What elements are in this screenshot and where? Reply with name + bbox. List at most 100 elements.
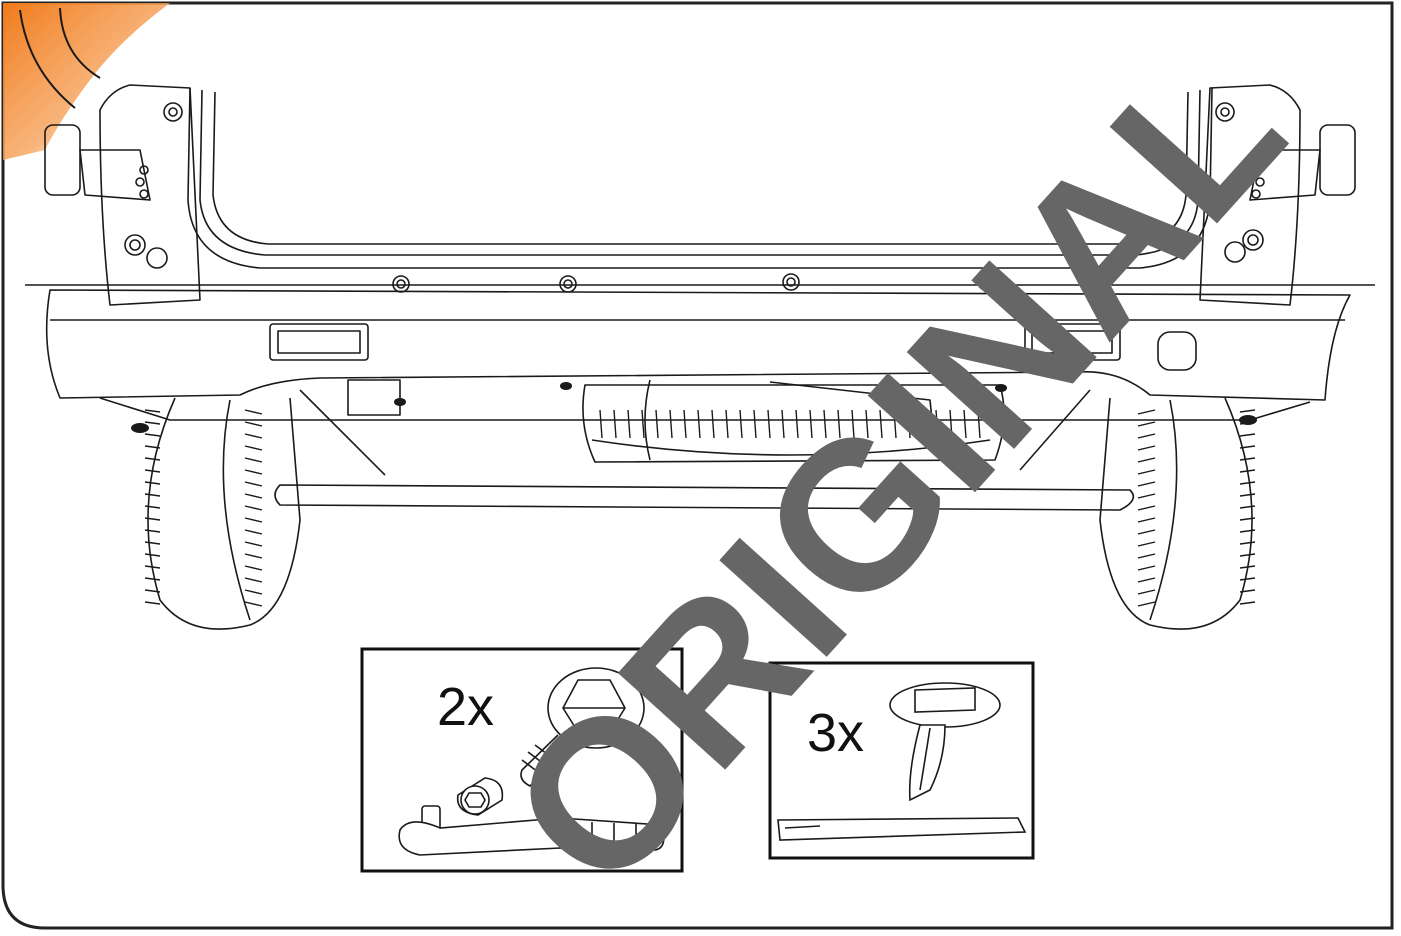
tread-mark <box>1239 433 1256 437</box>
tyre-left <box>147 397 301 630</box>
spare-tread-mark <box>823 409 827 439</box>
tread-mark <box>1137 409 1156 415</box>
mount-hole <box>392 275 410 293</box>
tread-mark <box>144 469 161 473</box>
spare-tread-mark <box>627 409 631 439</box>
spare-tread-mark <box>697 409 701 439</box>
tread-mark <box>144 409 161 413</box>
tread-mark <box>1239 577 1256 581</box>
crossmember <box>274 484 1135 511</box>
corner-arc-outer <box>19 9 76 109</box>
tread-mark <box>1137 469 1156 475</box>
spare-tread-mark <box>753 409 757 439</box>
tread-mark <box>144 493 161 497</box>
body-left-side <box>99 84 201 306</box>
tailgate-outline <box>187 87 1213 269</box>
tread-mark <box>244 601 263 607</box>
tread-mark <box>1137 493 1156 499</box>
tread-mark <box>244 445 263 451</box>
tread-mark <box>144 505 161 509</box>
body-right-side <box>1199 84 1301 306</box>
corner-arc-inner <box>59 7 101 79</box>
spare-tread-mark <box>949 409 953 439</box>
spare-tread-mark <box>781 409 785 439</box>
tread-mark <box>244 433 263 439</box>
tread-mark <box>144 589 161 593</box>
mount-hole <box>559 275 577 293</box>
spare-tread-mark <box>893 409 897 439</box>
tread-mark <box>244 565 263 571</box>
hinge-left <box>44 124 81 196</box>
tread-mark <box>244 457 263 463</box>
tread-mark <box>1239 445 1256 449</box>
tread-mark <box>1239 409 1256 413</box>
tread-mark <box>144 565 161 569</box>
tread-mark <box>1137 529 1156 535</box>
bumper-top <box>45 289 1351 401</box>
spare-tread-mark <box>935 409 939 439</box>
spare-tread-mark <box>879 409 883 439</box>
tread-mark <box>244 541 263 547</box>
tread-mark <box>244 481 263 487</box>
tread-mark <box>244 577 263 583</box>
reflector-left <box>269 323 369 361</box>
tread-mark <box>1239 517 1256 521</box>
spare-wheel-well <box>582 384 1005 463</box>
spare-tread-mark <box>865 409 869 439</box>
tread-mark <box>144 517 161 521</box>
spare-tread-mark <box>655 409 659 439</box>
spare-tread-mark <box>963 409 967 439</box>
tread-mark <box>1239 589 1256 593</box>
tread-mark <box>1239 553 1256 557</box>
tread-mark <box>1239 565 1256 569</box>
spare-tread-mark <box>767 409 771 439</box>
tread-mark <box>1239 529 1256 533</box>
spare-tread-mark <box>711 409 715 439</box>
spare-treads <box>599 409 981 439</box>
tread-mark <box>244 409 263 415</box>
tread-mark <box>1239 541 1256 545</box>
tread-mark <box>1239 601 1256 605</box>
tread-mark <box>1137 517 1156 523</box>
mount-hole <box>782 273 800 291</box>
tread-mark <box>144 457 161 461</box>
reflector-right <box>1024 323 1121 361</box>
socket-icon <box>456 777 504 816</box>
tread-mark <box>1137 577 1156 583</box>
trim-tool-icon <box>777 817 1027 841</box>
tread-mark <box>1137 601 1156 607</box>
tread-mark <box>1239 481 1256 485</box>
tread-mark <box>144 445 161 449</box>
spare-tread-mark <box>669 409 673 439</box>
clips-quantity-label: 3x <box>807 703 865 763</box>
spare-tread-mark <box>795 409 799 439</box>
mount-hole <box>977 273 995 291</box>
tread-mark <box>244 589 263 595</box>
tailgate-inner <box>199 89 1201 256</box>
spare-tread-mark <box>907 409 911 439</box>
spare-tread-mark <box>613 409 617 439</box>
tread-mark <box>244 505 263 511</box>
tyre-right <box>1099 397 1253 630</box>
spare-tread-mark <box>837 409 841 439</box>
tread-mark <box>1137 445 1156 451</box>
ratchet-icon <box>398 805 665 856</box>
tread-mark <box>244 493 263 499</box>
tread-mark <box>244 469 263 475</box>
tread-mark <box>1137 505 1156 511</box>
tread-mark <box>244 553 263 559</box>
tread-mark <box>1137 421 1156 427</box>
clip-markers <box>131 382 1257 433</box>
tread-mark <box>144 541 161 545</box>
spare-tread-mark <box>977 409 981 439</box>
tread-mark <box>1137 589 1156 595</box>
tread-mark <box>244 529 263 535</box>
spare-tread-mark <box>739 409 743 439</box>
tread-mark <box>144 433 161 437</box>
tailgate-lip <box>212 91 1189 245</box>
tread-mark <box>144 577 161 581</box>
tread-mark <box>1239 457 1256 461</box>
tread-mark <box>144 481 161 485</box>
corner-accent <box>3 3 170 160</box>
